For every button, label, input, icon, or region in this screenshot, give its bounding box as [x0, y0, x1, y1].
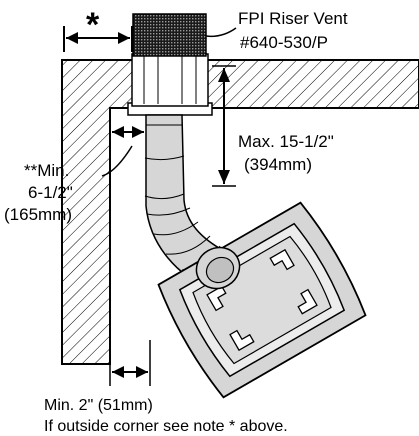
min-side-dimension [101, 126, 144, 177]
min-bottom-line1: Min. 2" (51mm) [44, 397, 153, 414]
fan-motor [195, 246, 241, 290]
min-bottom-line2: If outside corner see note * above. [44, 418, 288, 435]
star-marker: * [86, 6, 100, 44]
min-bottom-dimension [109, 340, 151, 386]
vent-part-number: #640-530/P [240, 33, 328, 52]
min-side-line3: (165mm) [4, 205, 72, 224]
vent-name: FPI Riser Vent [238, 9, 348, 28]
max-dimension [212, 65, 236, 187]
min-side-line2: 6-1/2" [28, 183, 73, 202]
riser-vent-grille [132, 13, 207, 57]
max-label-line2: (394mm) [244, 155, 312, 174]
star-dimension [63, 26, 133, 52]
min-side-line1: **Min. [24, 161, 69, 180]
vent-leader-line [205, 27, 237, 38]
fan-housing [157, 201, 367, 399]
pipe-upper [131, 53, 209, 107]
max-label-line1: Max. 15-1/2" [238, 132, 334, 151]
hatched-wall [61, 59, 419, 365]
